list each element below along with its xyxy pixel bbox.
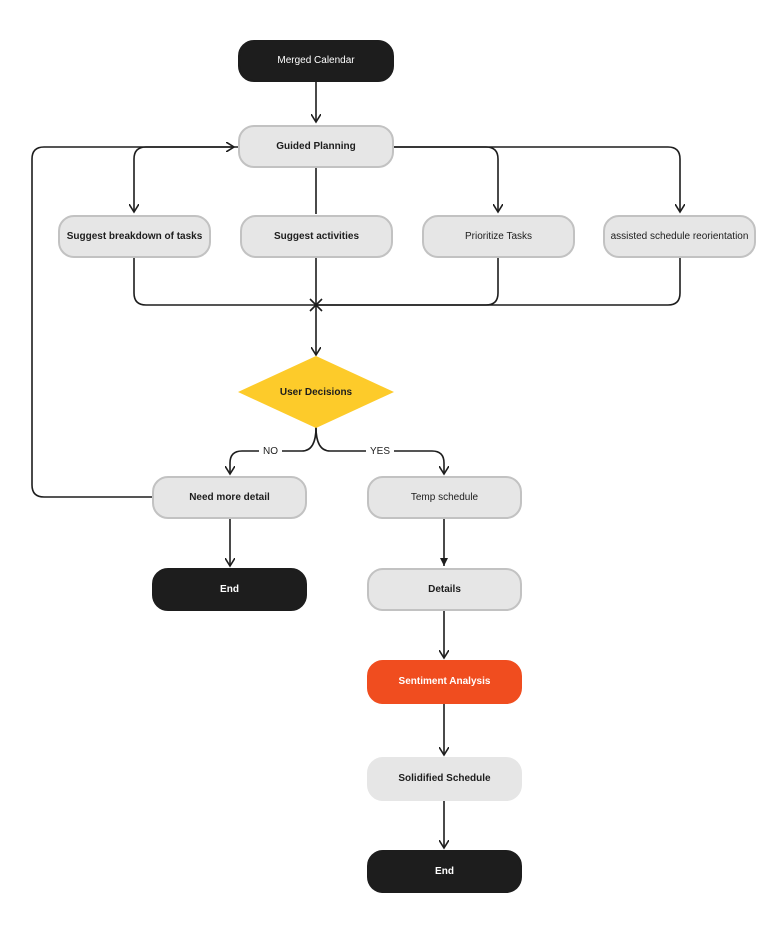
node-label: End — [435, 865, 454, 877]
node-label: Need more detail — [189, 491, 270, 503]
node-label: Suggest activities — [273, 230, 360, 242]
node-label: Guided Planning — [276, 140, 356, 152]
edge-decision-no — [230, 426, 317, 474]
solidified-schedule-node: Solidified Schedule — [367, 757, 522, 801]
edge-loop-back — [31, 147, 234, 498]
merged-calendar-node: Merged Calendar — [238, 40, 394, 82]
merge-bus — [133, 258, 681, 306]
end-right-node: End — [367, 850, 522, 893]
prioritize-tasks-node: Prioritize Tasks — [422, 215, 575, 258]
node-label: Solidified Schedule — [398, 773, 491, 784]
assisted-reorientation-node: assisted schedule reorientation — [603, 215, 756, 258]
sentiment-analysis-node: Sentiment Analysis — [367, 660, 522, 704]
yes-label: YES — [366, 444, 395, 458]
suggest-breakdown-node: Suggest breakdown of tasks — [58, 215, 211, 258]
edge-guided-to-reorientation — [394, 146, 680, 212]
node-label: Details — [428, 583, 461, 595]
edge-guided-to-prioritize — [394, 146, 498, 212]
node-label: assisted schedule reorientation — [610, 230, 749, 242]
node-label: Sentiment Analysis — [398, 676, 491, 687]
need-more-detail-node: Need more detail — [152, 476, 307, 519]
user-decisions-label: User Decisions — [279, 386, 353, 398]
suggest-activities-node: Suggest activities — [240, 215, 393, 258]
merge-prioritize — [316, 258, 499, 306]
end-left-node: End — [152, 568, 307, 611]
details-node: Details — [367, 568, 522, 611]
edge-guided-to-breakdown — [134, 146, 238, 212]
user-decisions-diamond — [238, 356, 394, 428]
edge-decision-yes — [315, 426, 444, 474]
node-label: Prioritize Tasks — [464, 230, 533, 242]
no-label: NO — [259, 444, 282, 458]
guided-planning-node: Guided Planning — [238, 125, 394, 168]
temp-schedule-node: Temp schedule — [367, 476, 522, 519]
node-label: Merged Calendar — [277, 55, 355, 66]
node-label: End — [220, 583, 239, 595]
node-label: Suggest breakdown of tasks — [66, 230, 203, 242]
node-label: Temp schedule — [410, 491, 479, 503]
